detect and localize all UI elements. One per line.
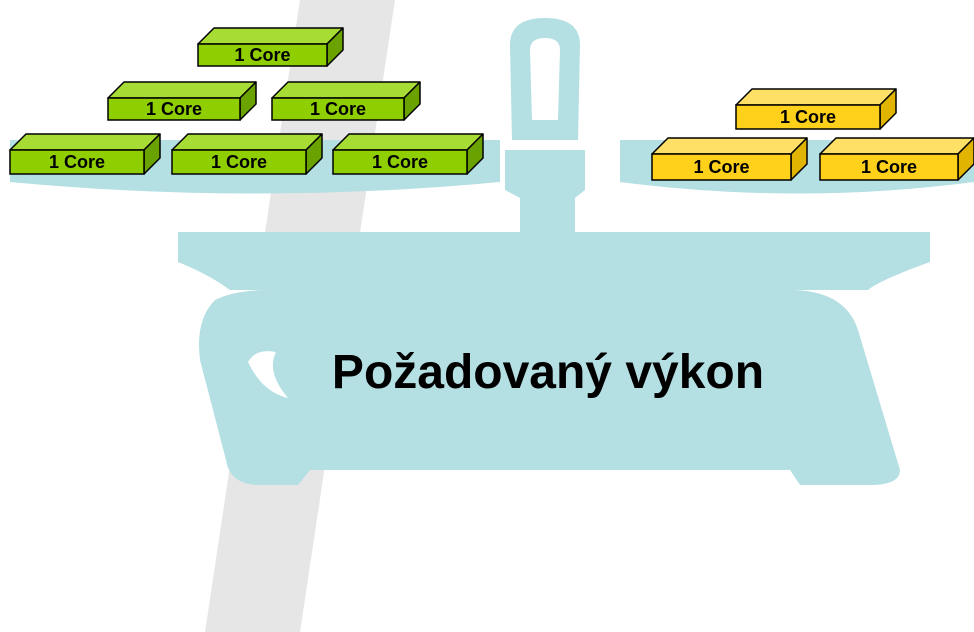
block-label: 1 Core [310, 99, 366, 119]
block-front-face [332, 149, 468, 175]
block-front-face [735, 104, 881, 130]
scale-beam [178, 232, 930, 290]
block-front-face [9, 149, 145, 175]
block-top-face [332, 133, 484, 151]
block-top-face [271, 81, 421, 99]
scale-base [199, 290, 900, 485]
block-label: 1 Core [234, 45, 290, 65]
core-blocks: 1 Core 1 Core 1 Core 1 Core 1 Core 1 Core 1 Co… [9, 27, 974, 181]
block-top-face [735, 88, 897, 106]
block-label: 1 Core [49, 152, 105, 172]
left-core-block: 1 Core [197, 27, 344, 67]
page-title: Požadovaný výkon [332, 346, 764, 399]
block-top-face [171, 133, 323, 151]
block-label: 1 Core [780, 107, 836, 127]
block-label: 1 Core [211, 152, 267, 172]
block-label: 1 Core [146, 99, 202, 119]
block-top-face [651, 137, 808, 155]
block-label: 1 Core [372, 152, 428, 172]
left-core-block: 1 Core [271, 81, 421, 121]
right-core-block: 1 Core [819, 137, 974, 181]
scale-handle [510, 18, 580, 140]
block-front-face [271, 97, 405, 121]
block-top-face [9, 133, 161, 151]
block-front-face [819, 153, 959, 181]
scale-highlight [248, 351, 288, 398]
left-core-block: 1 Core [332, 133, 484, 175]
block-front-face [651, 153, 792, 181]
block-top-face [819, 137, 974, 155]
left-core-block: 1 Core [107, 81, 257, 121]
block-front-face [197, 43, 328, 67]
block-top-face [197, 27, 344, 45]
block-top-face [107, 81, 257, 99]
block-label: 1 Core [861, 157, 917, 177]
block-front-face [171, 149, 307, 175]
right-core-block: 1 Core [735, 88, 897, 130]
balance-scale [10, 18, 974, 485]
left-core-block: 1 Core [9, 133, 161, 175]
right-core-block: 1 Core [651, 137, 808, 181]
block-front-face [107, 97, 241, 121]
left-core-block: 1 Core [171, 133, 323, 175]
block-label: 1 Core [693, 157, 749, 177]
